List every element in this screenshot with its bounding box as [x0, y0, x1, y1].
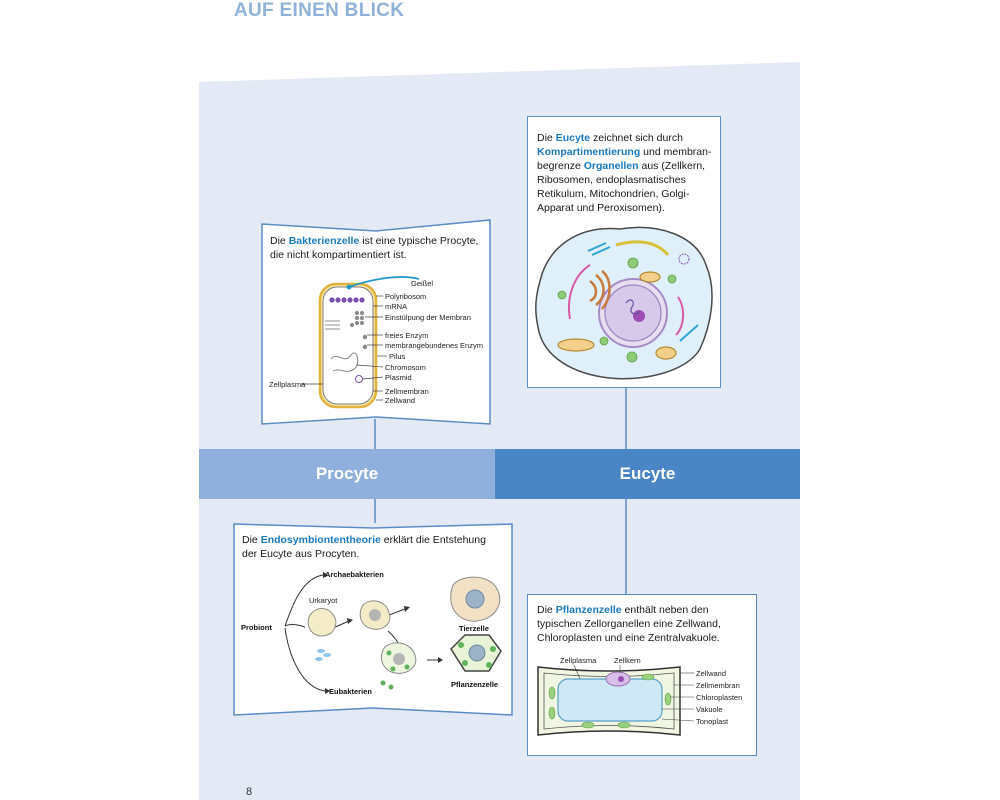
eucyte-bar: Eucyte: [495, 449, 800, 499]
label-pilus: Pilus: [389, 352, 406, 361]
eucyte-text: Die Eucyte zeichnet sich durch Kompartim…: [537, 132, 712, 214]
bacteria-text: Die Bakterienzelle ist eine typische Pro…: [270, 235, 479, 261]
procyte-label: Procyte: [315, 464, 379, 483]
label-zellmembran-plant: Zellmembran: [696, 681, 740, 690]
label-membrangebundenes-enzym: membrangebundenes Enzym: [385, 341, 483, 350]
label-chloroplasten: Chloroplasten: [696, 693, 742, 702]
endosymbiont-card: Die Endosymbiontentheorie erklärt die En…: [233, 523, 513, 716]
page-header: AUF EINEN BLICK: [234, 0, 405, 21]
bacteria-diagram: Geißel Polyribosom mRNA Einstülpung der …: [269, 276, 483, 409]
label-einstuelpung: Einstülpung der Membran: [385, 313, 471, 322]
label-zellplasma: Zellplasma: [269, 380, 306, 389]
label-zellwand: Zellwand: [385, 396, 415, 405]
label-probiont: Probiont: [241, 623, 272, 632]
eucyte-card: Die Eucyte zeichnet sich durch Kompartim…: [527, 116, 721, 388]
page-number: 8: [246, 786, 253, 798]
label-zellwand-plant: Zellwand: [696, 669, 726, 678]
label-eubakterien: Eubakterien: [329, 687, 372, 696]
label-zellmembran: Zellmembran: [385, 387, 429, 396]
label-zellkern: Zellkern: [614, 656, 641, 665]
bacteria-card: Die Bakterienzelle ist eine typische Pro…: [261, 219, 491, 425]
endosymbiont-text: Die Endosymbiontentheorie erklärt die En…: [242, 534, 486, 560]
label-zellplasma-plant: Zellplasma: [560, 656, 597, 665]
plant-card: Die Pflanzenzelle enthält neben den typi…: [527, 594, 757, 756]
label-archaebakterien: Archaebakterien: [325, 570, 384, 579]
plant-text: Die Pflanzenzelle enthält neben den typi…: [537, 604, 721, 644]
label-polyribosom: Polyribosom: [385, 292, 426, 301]
label-urkaryot: Urkaryot: [309, 596, 338, 605]
label-chromosom: Chromosom: [385, 363, 426, 372]
label-pflanzenzelle: Pflanzenzelle: [451, 680, 498, 689]
label-geissel: Geißel: [411, 279, 433, 288]
label-vakuole: Vakuole: [696, 705, 723, 714]
animal-cell-diagram: [535, 226, 713, 380]
overview-panel: Procyte Eucyte Die Bakterienzelle ist ei…: [199, 62, 800, 800]
label-tonoplast: Tonoplast: [696, 717, 729, 726]
endosymbiont-diagram: Archaebakterien Urkaryot Probiont Tierze…: [241, 570, 502, 696]
label-tierzelle: Tierzelle: [459, 624, 489, 633]
label-freies-enzym: freies Enzym: [385, 331, 428, 340]
eucyte-label: Eucyte: [619, 464, 676, 483]
label-mrna: mRNA: [385, 302, 407, 311]
label-plasmid: Plasmid: [385, 373, 412, 382]
procyte-bar: Procyte: [199, 449, 495, 499]
plant-cell-diagram: Zellplasma Zellkern Zellwand Zellmembran…: [537, 656, 742, 736]
